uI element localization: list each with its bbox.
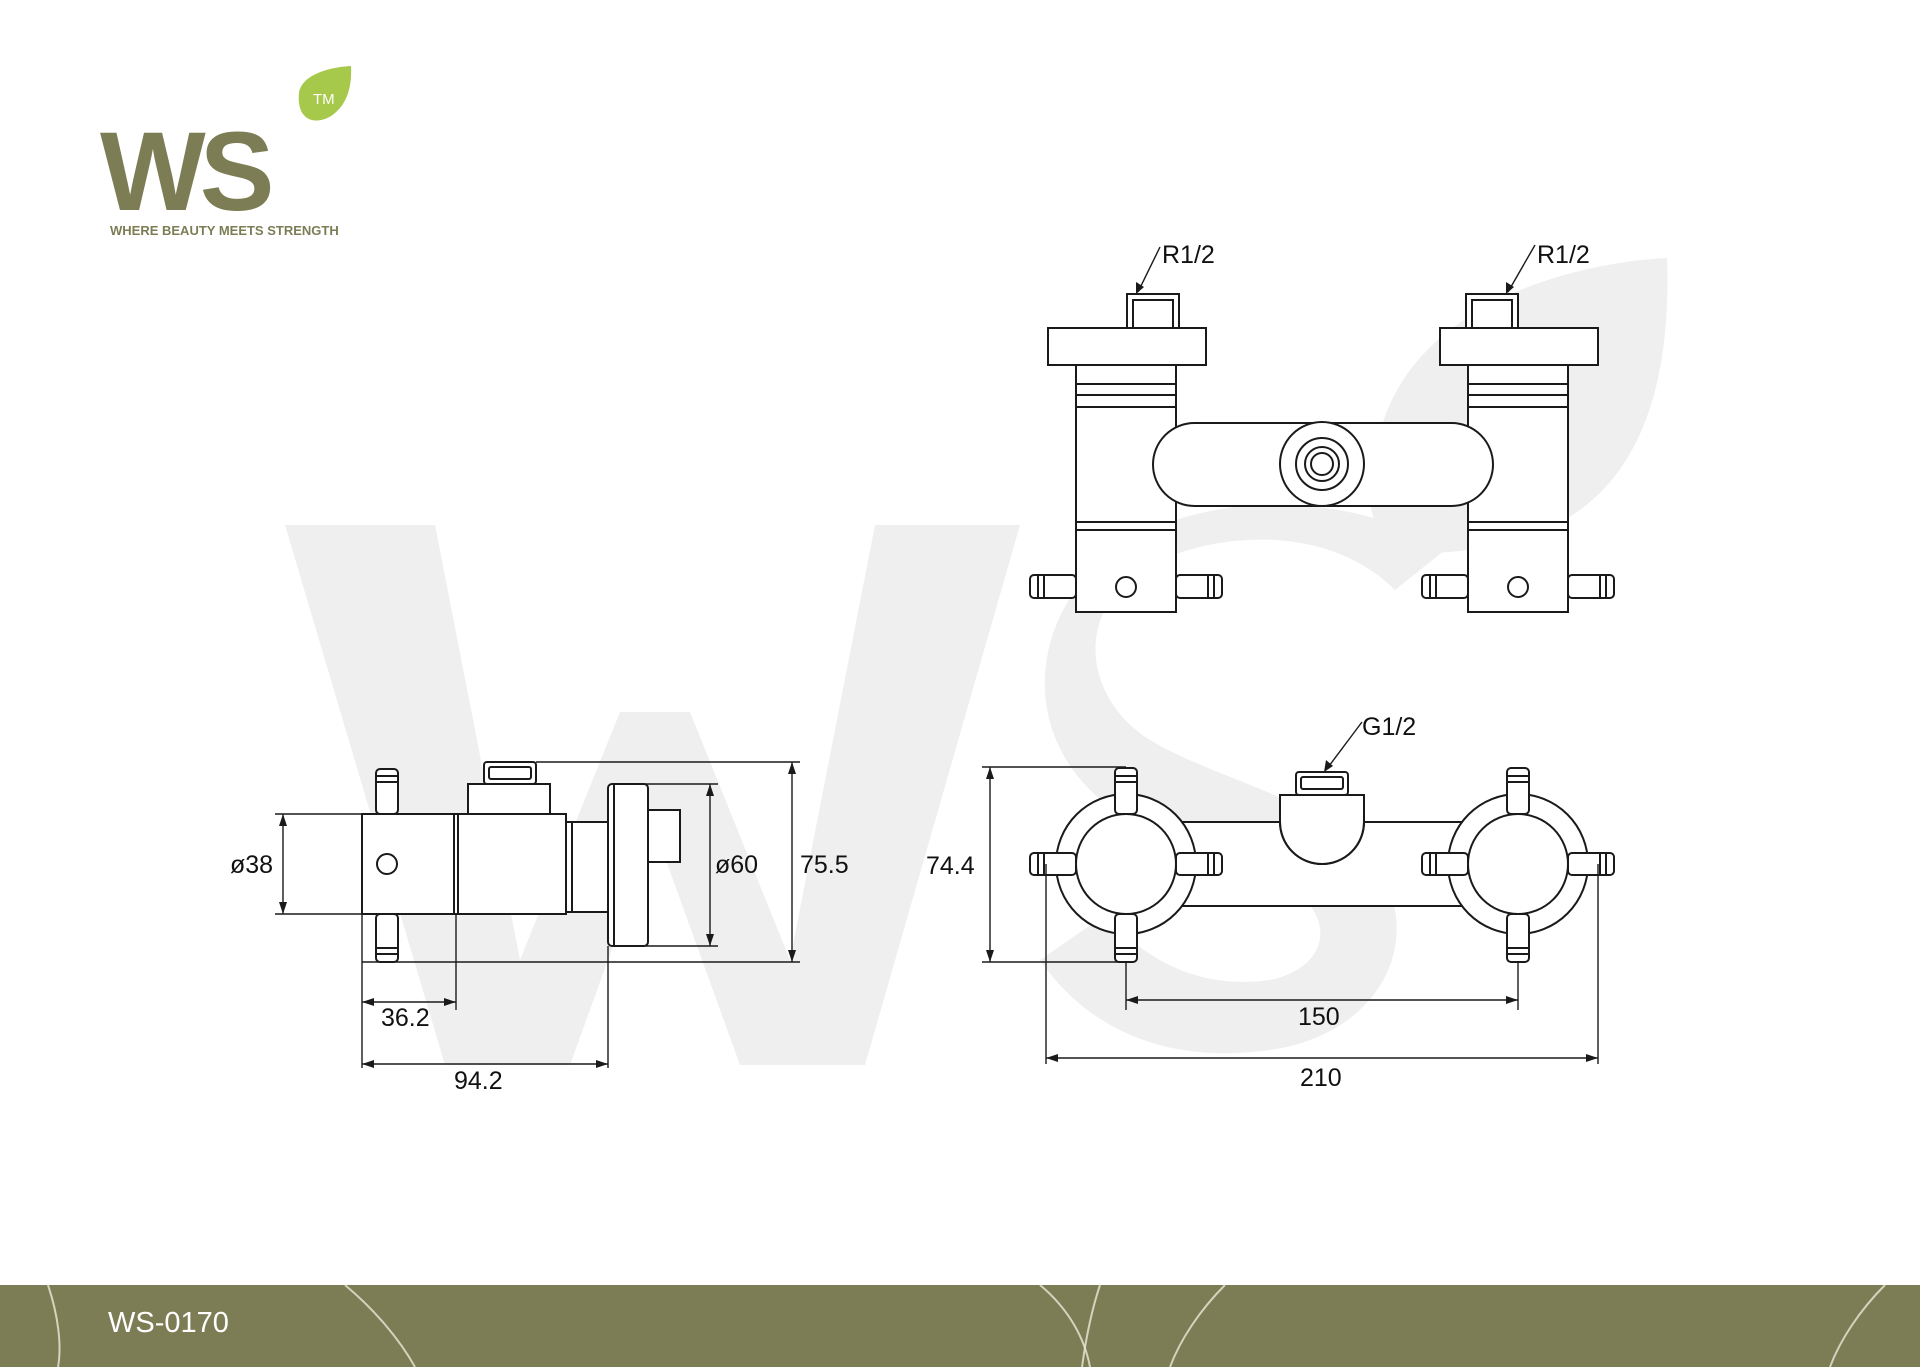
ws-logo: WS TM WHERE BEAUTY MEETS STRENGTH [100, 66, 352, 238]
trademark-mark: TM [313, 91, 335, 108]
thread-label-left: R1/2 [1162, 241, 1215, 269]
dimension-side-width: 94.2 [454, 1067, 503, 1095]
dimension-side-offset: 36.2 [381, 1004, 430, 1032]
dimension-center-distance: 150 [1298, 1003, 1340, 1031]
dimension-plate-diameter: ø60 [715, 851, 758, 879]
logo-tagline: WHERE BEAUTY MEETS STRENGTH [110, 223, 339, 238]
top-view: R1/2 R1/2 [1029, 241, 1615, 613]
watermark-logo [285, 258, 1668, 1065]
footer-bar: WS-0170 [0, 1284, 1920, 1367]
dimension-total-height: 74.4 [926, 852, 975, 880]
dimension-body-diameter: ø38 [230, 851, 273, 879]
front-view: G1/2 74.4 [926, 713, 1615, 1092]
logo-wordmark: WS [100, 109, 271, 234]
dimension-overall-width: 210 [1300, 1064, 1342, 1092]
leaf-icon [298, 66, 352, 121]
model-code: WS-0170 [108, 1307, 229, 1339]
thread-label-right: R1/2 [1537, 241, 1590, 269]
dimension-total-depth: 75.5 [800, 851, 849, 879]
side-view: ø38 ø60 75.5 36.2 94.2 [230, 761, 849, 1095]
outlet-thread-label: G1/2 [1362, 713, 1416, 741]
